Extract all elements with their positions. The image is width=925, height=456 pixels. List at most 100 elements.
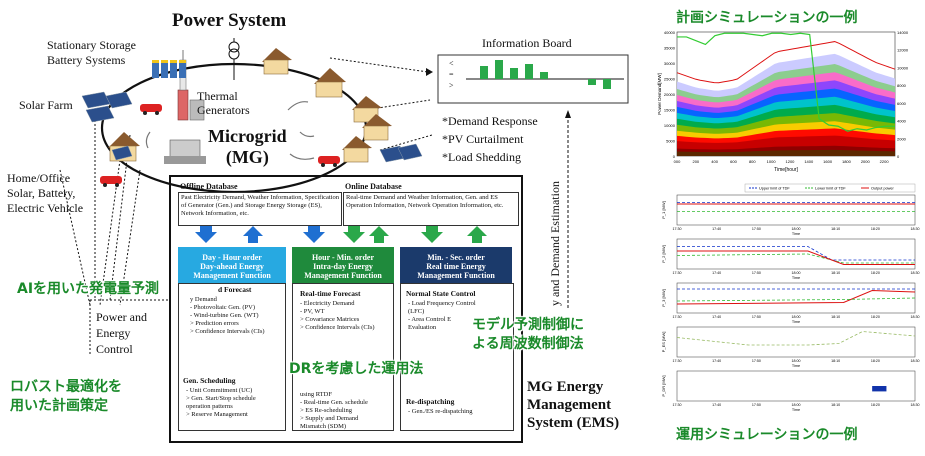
plan-sim-chart: 0500010000150002000025000300003500040000… xyxy=(657,30,909,173)
output-line xyxy=(677,250,915,265)
panel-xtick-label: 17:30 xyxy=(673,359,682,363)
stationary-storage-label: Stationary Storage Battery Systems xyxy=(47,38,136,67)
panel-xtick-label: 18:00 xyxy=(792,359,801,363)
dr-operation-overlay: DRを考慮した運用法 xyxy=(289,361,424,377)
model-predictive-overlay: モデル予測制御に よる周波数制御法 xyxy=(472,317,584,352)
house-icon xyxy=(314,68,346,98)
upper-line xyxy=(676,41,896,84)
house-icon xyxy=(342,136,372,163)
response-list: *Demand Response *PV Curtailment *Load S… xyxy=(442,112,538,166)
col3-ctrl-title: Normal State Control xyxy=(406,289,476,298)
col3-body xyxy=(400,283,514,431)
panel-xtick-label: 18:30 xyxy=(911,359,920,363)
panel-frame xyxy=(676,194,916,226)
xtick-label: 2000 xyxy=(861,159,871,164)
col2-forecast-title: Real-time Forecast xyxy=(300,289,361,298)
panel-xtick-label: 18:10 xyxy=(831,271,840,275)
panel-xtick-label: 17:50 xyxy=(752,315,761,319)
information-board-title: Information Board xyxy=(482,36,572,50)
col3-head: Min. - Sec. order Real time Energy Manag… xyxy=(400,247,512,283)
microgrid-label: Microgrid (MG) xyxy=(208,126,287,167)
col2-body xyxy=(292,283,394,431)
panel-xtick-label: 18:10 xyxy=(831,403,840,407)
thermal-generators-label: Thermal Generators xyxy=(197,89,250,117)
ytick-label: 35000 xyxy=(664,46,676,51)
y2tick-label: 8000 xyxy=(897,83,907,88)
response-load-shedding: *Load Shedding xyxy=(442,150,521,164)
car-icon xyxy=(100,176,122,187)
panel-xtick-label: 18:30 xyxy=(911,403,920,407)
panel-y-label: P_3 [MW] xyxy=(661,289,666,307)
xtick-label: 400 xyxy=(711,159,718,164)
output-line xyxy=(676,289,916,305)
panel-xtick-label: 17:40 xyxy=(712,315,721,319)
supply-demand-estimation-label: y and Demand Estimation xyxy=(548,181,562,306)
house-icon xyxy=(362,114,392,141)
robust-planning-overlay: ロバスト最適化を 用いた計画策定 xyxy=(10,379,122,414)
panel-y-label: P_2 [MW] xyxy=(661,245,666,263)
y2tick-label: 4000 xyxy=(897,119,907,124)
panel-xtick-label: 18:10 xyxy=(831,315,840,319)
y2tick-label: 2000 xyxy=(897,136,907,141)
solar-panel-icon xyxy=(81,91,423,163)
y2tick-label: 0 xyxy=(897,154,900,159)
y2tick-label: 12000 xyxy=(897,48,909,53)
panel-x-label: Time xyxy=(792,276,800,280)
op-sim-chart: Upper limit of TDF Lower limit of TDF Outp… xyxy=(661,183,920,412)
lower-limit-line xyxy=(676,253,915,264)
flow-arrows xyxy=(195,226,487,243)
panel-x-label: Time xyxy=(792,364,800,368)
col2-sched-items: using RTDF - Real-time Gen. schedule > E… xyxy=(300,391,368,430)
col1-forecast-title: d Forecast xyxy=(218,285,252,294)
x-axis-label: Time[hour] xyxy=(774,167,798,173)
diagram-graphics xyxy=(59,38,629,443)
panel-xtick-label: 17:30 xyxy=(673,315,682,319)
panel-xtick-label: 17:40 xyxy=(712,359,721,363)
ytick-label: 10000 xyxy=(664,123,676,128)
ai-forecast-overlay: AIを用いた発電量予測 xyxy=(17,281,160,297)
upper-limit-line xyxy=(677,246,915,261)
col1-sched-items: - Unit Commitment (UC) > Gen. Start/Stop… xyxy=(186,387,256,418)
panel-xtick-label: 18:20 xyxy=(871,315,880,319)
xtick-label: 1600 xyxy=(823,159,833,164)
online-db-title: Online Database xyxy=(345,182,402,191)
board-symbols: < = > xyxy=(449,59,454,90)
xtick-label: 200 xyxy=(692,159,699,164)
xtick-label: 1200 xyxy=(786,159,796,164)
panel-xtick-label: 17:50 xyxy=(752,403,761,407)
col1-body xyxy=(178,283,286,431)
information-board-bars xyxy=(480,60,611,89)
panel-xtick-label: 17:30 xyxy=(673,227,682,231)
legend-entry: Lower limit of TDF xyxy=(815,187,846,191)
ytick-label: 15000 xyxy=(664,108,676,113)
panel-xtick-label: 17:30 xyxy=(673,271,682,275)
panel-xtick-label: 18:00 xyxy=(792,271,801,275)
col1-head: Day - Hour order Day-ahead Energy Manage… xyxy=(178,247,286,283)
legend-box xyxy=(744,183,916,193)
panel-xtick-label: 18:20 xyxy=(871,403,880,407)
col3-redispatch-title: Re-dispatching xyxy=(406,397,455,406)
xtick-label: 000 xyxy=(674,159,681,164)
y2tick-label: 6000 xyxy=(897,101,907,106)
panel-xtick-label: 18:00 xyxy=(792,227,801,231)
panel-xtick-label: 18:10 xyxy=(831,227,840,231)
substation-icon xyxy=(164,139,206,164)
ems-frame xyxy=(169,175,523,443)
response-pv-curtailment: *PV Curtailment xyxy=(442,132,524,146)
panel-x-label: Time xyxy=(792,320,800,324)
panel-xtick-label: 17:50 xyxy=(752,227,761,231)
ems-label: MG Energy Management System (EMS) xyxy=(527,379,620,431)
legend-entry: Output power xyxy=(871,187,895,191)
panel-y-label: P_DR [MW] xyxy=(661,375,666,396)
panel-xtick-label: 18:20 xyxy=(871,359,880,363)
legend-entry: Upper limit of TDF xyxy=(759,187,790,191)
panel-xtick-label: 18:00 xyxy=(792,315,801,319)
ytick-label: 25000 xyxy=(664,77,676,82)
panel-x-label: Time xyxy=(792,232,800,236)
panel-xtick-label: 17:50 xyxy=(752,359,761,363)
xtick-label: 1400 xyxy=(804,159,814,164)
panel-xtick-label: 17:40 xyxy=(712,271,721,275)
xtick-label: 1000 xyxy=(767,159,777,164)
es-line xyxy=(676,331,916,346)
col1-sched-title: Gen. Scheduling xyxy=(183,376,236,385)
